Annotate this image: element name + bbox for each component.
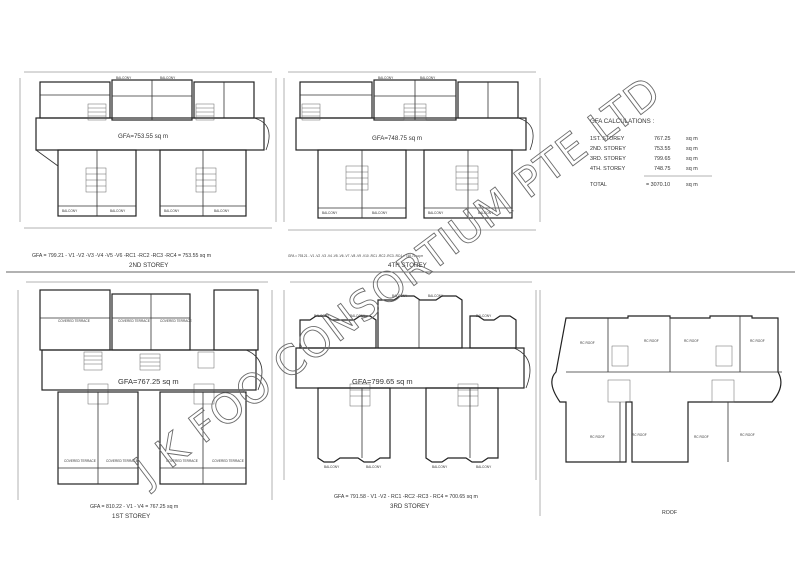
gfa-label: GFA=767.25 sq m xyxy=(118,377,179,386)
svg-text:BALCONY: BALCONY xyxy=(214,209,230,213)
svg-text:BALCONY: BALCONY xyxy=(160,76,176,80)
roof-label: RC ROOF xyxy=(590,435,605,439)
gfa-label: GFA=753.55 sq m xyxy=(118,133,168,140)
svg-text:COVERED TERRACE: COVERED TERRACE xyxy=(212,459,244,463)
plan-title: 1ST STOREY xyxy=(112,513,150,520)
gfa-label: GFA=799.65 sq m xyxy=(352,377,413,386)
svg-text:BALCONY: BALCONY xyxy=(322,211,338,215)
svg-text:BALCONY: BALCONY xyxy=(372,211,388,215)
gfa-calc-line: GFA = 810.22 - V1 - V4 = 767.25 sq m xyxy=(90,504,178,510)
svg-text:BALCONY: BALCONY xyxy=(62,209,78,213)
watermark: J K FOO CONSORTIUM PTE LTD xyxy=(123,67,670,496)
svg-text:BALCONY: BALCONY xyxy=(420,76,436,80)
gfa-row-value: 767.25 xyxy=(654,136,671,142)
svg-text:COVERED TERRACE: COVERED TERRACE xyxy=(58,319,90,323)
gfa-calc-line: GFA = 799.21 - V1 -V2 -V3 -V4 -V5 -V6 -R… xyxy=(32,253,211,259)
svg-text:BALCONY: BALCONY xyxy=(314,314,330,318)
gfa-row-unit: sq m xyxy=(686,136,698,142)
gfa-total-label: TOTAL xyxy=(590,182,607,188)
plan-title: 3RD STOREY xyxy=(390,503,429,510)
gfa-label: GFA=748.75 sq m xyxy=(372,135,422,142)
plan-roof: RC ROOF RC ROOF RC ROOF RC ROOF RC ROOF … xyxy=(551,315,782,516)
plan-4th-storey: BALCONY BALCONY BALCONY BALCONY BALCONY … xyxy=(283,71,541,269)
gfa-calc-line: GFA = 791.58 - V1 -V2 - RC1 -RC2 -RC3 - … xyxy=(334,494,478,500)
gfa-row-label: 3RD. STOREY xyxy=(590,156,626,162)
svg-text:BALCONY: BALCONY xyxy=(432,465,448,469)
gfa-row-unit: sq m xyxy=(686,156,698,162)
gfa-row-value: 799.65 xyxy=(654,156,671,162)
plan-3rd-storey: BALCONY BALCONY BALCONY BALCONY BALCONY … xyxy=(283,281,537,510)
gfa-total-value: = 3070.10 xyxy=(646,182,670,188)
svg-text:BALCONY: BALCONY xyxy=(324,465,340,469)
svg-text:COVERED TERRACE: COVERED TERRACE xyxy=(64,459,96,463)
svg-text:BALCONY: BALCONY xyxy=(164,209,180,213)
svg-text:BALCONY: BALCONY xyxy=(350,314,366,318)
plan-1st-storey: COVERED TERRACE COVERED TERRACE COVERED … xyxy=(17,281,273,520)
roof-label: RC ROOF xyxy=(694,435,709,439)
gfa-row-label: 4TH. STOREY xyxy=(590,166,626,172)
gfa-row-label: 1ST. STOREY xyxy=(590,136,625,142)
gfa-row-value: 753.55 xyxy=(654,146,671,152)
roof-label: RC ROOF xyxy=(632,433,647,437)
plan-2nd-storey: BALCONY BALCONY BALCONY BALCONY BALCONY … xyxy=(19,71,277,269)
svg-text:COVERED TERRACE: COVERED TERRACE xyxy=(106,459,138,463)
svg-text:BALCONY: BALCONY xyxy=(116,76,132,80)
roof-label: RC ROOF xyxy=(580,341,595,345)
plan-title: ROOF xyxy=(662,510,677,516)
gfa-row-unit: sq m xyxy=(686,166,698,172)
svg-text:BALCONY: BALCONY xyxy=(428,294,444,298)
gfa-calculations: GFA CALCULATIONS : 1ST. STOREY 767.25 sq… xyxy=(590,118,712,188)
svg-text:COVERED TERRACE: COVERED TERRACE xyxy=(118,319,150,323)
svg-text:BALCONY: BALCONY xyxy=(476,465,492,469)
plan-title: 2ND STOREY xyxy=(129,262,168,269)
svg-text:BALCONY: BALCONY xyxy=(110,209,126,213)
plan-title: 4TH STOREY xyxy=(388,262,427,269)
gfa-row-label: 2ND. STOREY xyxy=(590,146,626,152)
svg-text:COVERED TERRACE: COVERED TERRACE xyxy=(160,319,192,323)
gfa-row-unit: sq m xyxy=(686,146,698,152)
svg-text:BALCONY: BALCONY xyxy=(366,465,382,469)
gfa-row-value: 748.75 xyxy=(654,166,671,172)
svg-text:COVERED TERRACE: COVERED TERRACE xyxy=(166,459,198,463)
roof-label: RC ROOF xyxy=(644,339,659,343)
roof-label: RC ROOF xyxy=(740,433,755,437)
svg-text:BALCONY: BALCONY xyxy=(476,314,492,318)
gfa-total-unit: sq m xyxy=(686,182,698,188)
gfa-calc-title: GFA CALCULATIONS : xyxy=(590,118,654,125)
roof-label: RC ROOF xyxy=(684,339,699,343)
svg-text:BALCONY: BALCONY xyxy=(428,211,444,215)
svg-text:BALCONY: BALCONY xyxy=(392,294,408,298)
svg-text:BALCONY: BALCONY xyxy=(378,76,394,80)
svg-text:BALCONY: BALCONY xyxy=(478,211,494,215)
gfa-calc-line: GFA = 793.21 - V1 -V2 -V3 -V4 -V5 -V6 -V… xyxy=(288,254,424,258)
roof-label: RC ROOF xyxy=(750,339,765,343)
